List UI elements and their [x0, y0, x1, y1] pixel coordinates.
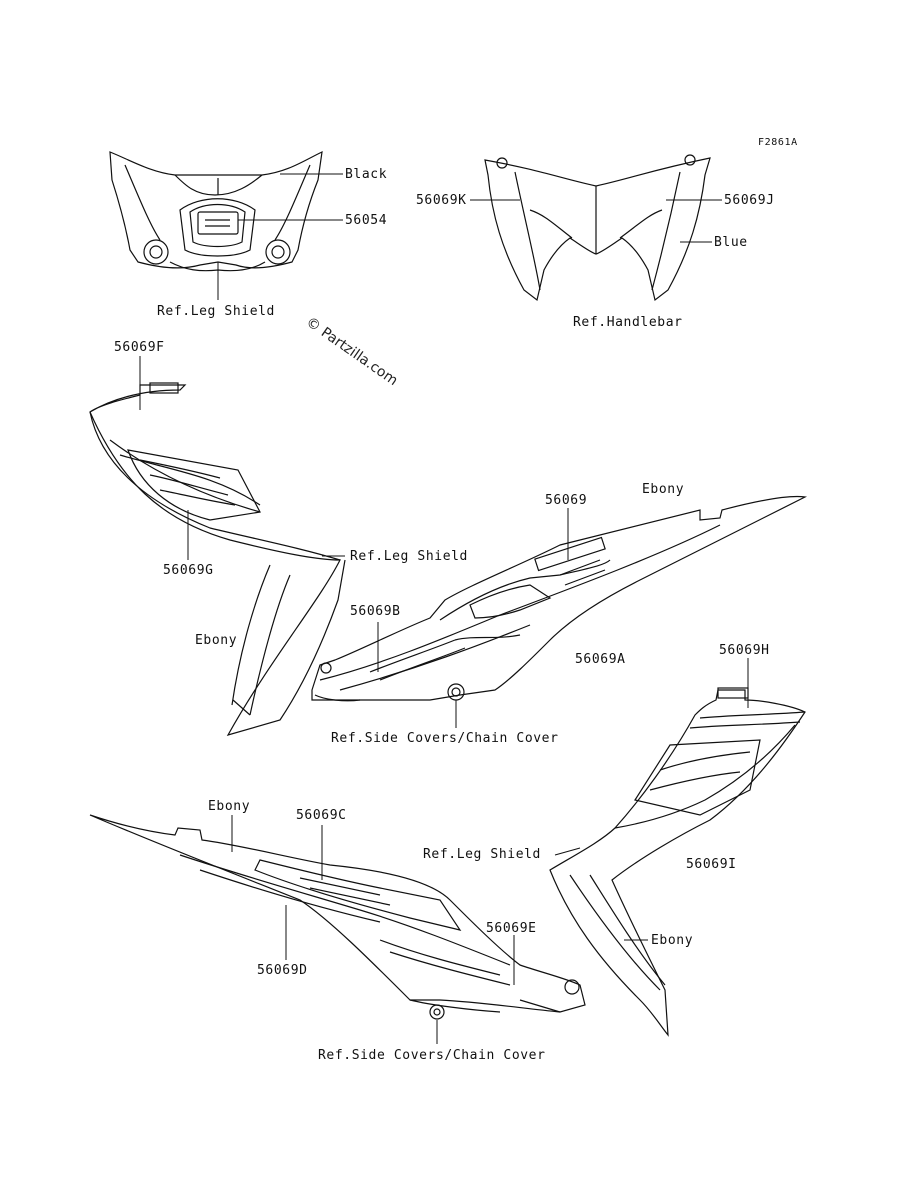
label-ref-leg-shield-left: Ref.Leg Shield	[350, 549, 468, 564]
handlebar-cover[interactable]	[485, 155, 710, 300]
label-ebony-bottom: Ebony	[208, 799, 251, 814]
label-56069A[interactable]: 56069A	[575, 652, 626, 667]
side-cover-right[interactable]	[312, 497, 805, 701]
label-56069[interactable]: 56069	[545, 493, 588, 508]
label-56069D[interactable]: 56069D	[257, 963, 308, 978]
label-56069B[interactable]: 56069B	[350, 604, 401, 619]
label-ref-leg-shield-right: Ref.Leg Shield	[423, 847, 541, 862]
label-56069K[interactable]: 56069K	[416, 193, 467, 208]
label-black: Black	[345, 167, 388, 182]
label-ref-side-covers-2: Ref.Side Covers/Chain Cover	[318, 1048, 546, 1063]
label-56069G[interactable]: 56069G	[163, 563, 214, 578]
leg-shield-panel[interactable]	[110, 152, 322, 271]
label-56069E[interactable]: 56069E	[486, 921, 537, 936]
side-cover-left[interactable]	[90, 815, 585, 1019]
leader-lines	[140, 174, 748, 1044]
label-ref-leg-shield-top: Ref.Leg Shield	[157, 304, 275, 319]
label-56054[interactable]: 56054	[345, 213, 388, 228]
left-shroud[interactable]	[90, 382, 345, 735]
label-56069J[interactable]: 56069J	[724, 193, 775, 208]
label-ebony-center: Ebony	[642, 482, 685, 497]
label-ref-side-covers-1: Ref.Side Covers/Chain Cover	[331, 731, 559, 746]
label-56069H[interactable]: 56069H	[719, 643, 770, 658]
right-shroud[interactable]	[550, 687, 805, 1035]
label-ebony-right: Ebony	[651, 933, 694, 948]
label-56069C[interactable]: 56069C	[296, 808, 347, 823]
label-ebony-left: Ebony	[195, 633, 238, 648]
figure-code: F2861A	[758, 137, 798, 148]
label-56069F[interactable]: 56069F	[114, 340, 165, 355]
label-56069I[interactable]: 56069I	[686, 857, 737, 872]
label-blue: Blue	[714, 235, 748, 250]
label-ref-handlebar: Ref.Handlebar	[573, 315, 683, 330]
